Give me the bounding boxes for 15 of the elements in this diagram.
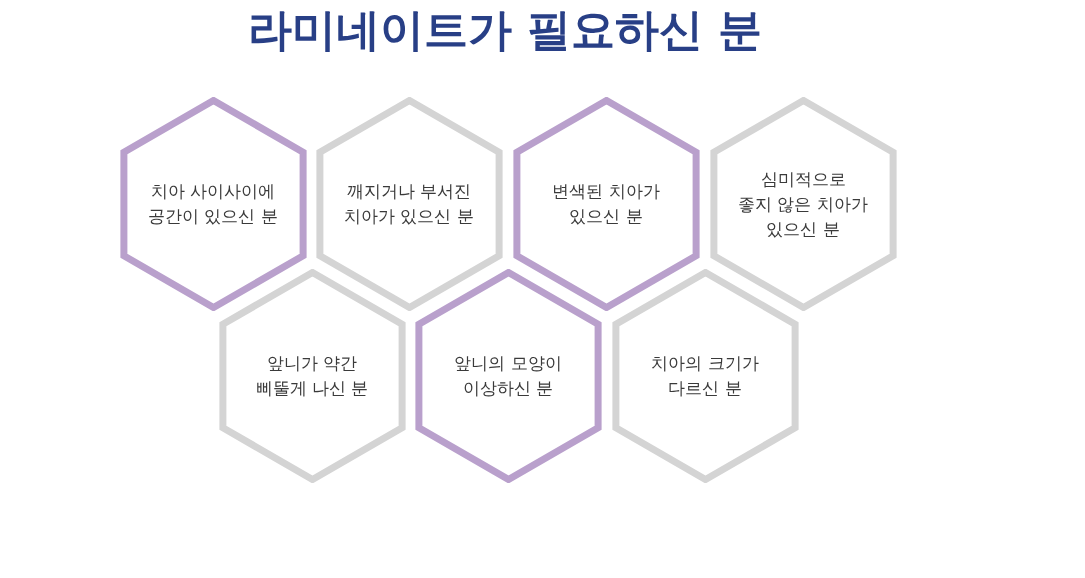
hexagon (315, 97, 503, 311)
hexagon-text: 치아의 크기가 다르신 분 (651, 352, 759, 400)
hexagon-text: 앞니의 모양이 이상하신 분 (454, 352, 562, 400)
title: 라미네이트가 필요하신 분 (247, 4, 763, 56)
hexagon-text: 깨지거나 부서진 치아가 있으신 분 (344, 180, 474, 228)
hexagon-text: 앞니가 약간 삐뚤게 나신 분 (255, 352, 369, 400)
hexagon-text: 변색된 치아가 있으신 분 (552, 180, 660, 228)
hexagon (512, 97, 700, 311)
hexagon (611, 269, 799, 483)
hexagon (414, 269, 602, 483)
hexagon (709, 97, 897, 311)
hexagon-text: 치아 사이사이에 공간이 있으신 분 (148, 180, 278, 228)
hexagon-text: 심미적으로 좋지 않은 치아가 있으신 분 (738, 167, 868, 241)
hexagon (218, 269, 406, 483)
hexagon (119, 97, 307, 311)
